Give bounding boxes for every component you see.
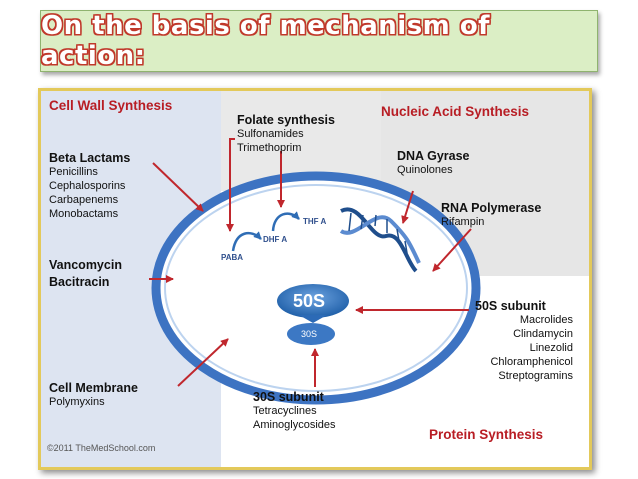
beta-lactams-item: Cephalosporins bbox=[49, 180, 126, 192]
diagram-graphics bbox=[41, 91, 589, 467]
beta-lactams-item: Penicillins bbox=[49, 166, 98, 178]
paba-curve-arrow bbox=[231, 231, 262, 252]
beta-lactams-item: Monobactams bbox=[49, 208, 119, 220]
arrow-beta-lactams bbox=[152, 162, 204, 212]
protein-synthesis-header: Protein Synthesis bbox=[429, 427, 544, 442]
cell-membrane-item: Polymyxins bbox=[49, 396, 105, 408]
ribosome-50s-notch bbox=[299, 315, 327, 323]
nucleic-acid-header: Nucleic Acid Synthesis bbox=[381, 104, 530, 119]
subunit-50s-item: Macrolides bbox=[519, 314, 573, 326]
rna-polymerase-group: RNA Polymerase Rifampin bbox=[441, 201, 541, 229]
thfa-label: THF A bbox=[303, 217, 327, 226]
folate-item: Trimethoprim bbox=[237, 142, 302, 154]
subunit-50s-item: Chloramphenicol bbox=[490, 356, 573, 368]
ribosome-30s-shape bbox=[287, 323, 335, 345]
rna-polymerase-title: RNA Polymerase bbox=[441, 201, 542, 215]
copyright-text: ©2011 TheMedSchool.com bbox=[47, 443, 156, 453]
subunit-50s-item: Linezolid bbox=[529, 342, 573, 354]
cell-membrane-group: Cell Membrane Polymyxins bbox=[49, 381, 138, 409]
subunit-50s-item: Clindamycin bbox=[513, 328, 573, 340]
cell-inner-membrane bbox=[164, 184, 468, 392]
paba-label: PABA bbox=[221, 253, 244, 262]
subunit-50s-item: Streptogramins bbox=[498, 370, 573, 382]
slide-title-banner: On the basis of mechanism of action: bbox=[40, 10, 598, 72]
dhfa-curve-arrow bbox=[271, 211, 300, 232]
subunit-30s-item: Aminoglycosides bbox=[253, 419, 336, 431]
bacitracin-label: Bacitracin bbox=[49, 275, 110, 289]
folate-title: Folate synthesis bbox=[237, 113, 335, 127]
subunit-30s-title: 30S subunit bbox=[253, 390, 324, 404]
folate-group: Folate synthesis Sulfonamides Trimethopr… bbox=[237, 113, 335, 155]
arrow-cell-membrane bbox=[177, 338, 229, 387]
slide-title: On the basis of mechanism of action: bbox=[41, 11, 490, 71]
ribosome-30s-label: 30S bbox=[301, 329, 318, 339]
arrow-sulfonamides bbox=[226, 138, 235, 232]
arrow-dna-gyrase bbox=[401, 190, 414, 224]
subunit-50s-title: 50S subunit bbox=[475, 299, 546, 313]
dna-helix-icon bbox=[339, 207, 421, 273]
mechanism-diagram: Cell Wall Synthesis Nucleic Acid Synthes… bbox=[38, 88, 592, 470]
folate-item: Sulfonamides bbox=[237, 128, 304, 140]
beta-lactams-item: Carbapenems bbox=[49, 194, 119, 206]
vancomycin-group: Vancomycin Bacitracin bbox=[49, 257, 122, 291]
rna-polymerase-item: Rifampin bbox=[441, 216, 485, 228]
vancomycin-label: Vancomycin bbox=[49, 258, 122, 272]
beta-lactams-group: Beta Lactams Penicillins Cephalosporins … bbox=[49, 151, 130, 221]
dna-gyrase-item: Quinolones bbox=[397, 164, 453, 176]
ribosome-50s-shape bbox=[277, 284, 349, 318]
dna-gyrase-title: DNA Gyrase bbox=[397, 149, 470, 163]
dhfa-label: DHF A bbox=[263, 235, 288, 244]
arrow-rna-polymerase bbox=[432, 228, 472, 272]
cell-wall-header: Cell Wall Synthesis bbox=[49, 98, 173, 113]
subunit-30s-group: 30S subunit Tetracyclines Aminoglycoside… bbox=[253, 390, 336, 432]
beta-lactams-title: Beta Lactams bbox=[49, 151, 131, 165]
cell-membrane-title: Cell Membrane bbox=[49, 381, 138, 395]
dna-gyrase-group: DNA Gyrase Quinolones bbox=[397, 149, 470, 177]
subunit-30s-item: Tetracyclines bbox=[253, 405, 317, 417]
subunit-50s-group: 50S subunit Macrolides Clindamycin Linez… bbox=[457, 299, 573, 383]
ribosome-50s-label: 50S bbox=[293, 291, 326, 311]
